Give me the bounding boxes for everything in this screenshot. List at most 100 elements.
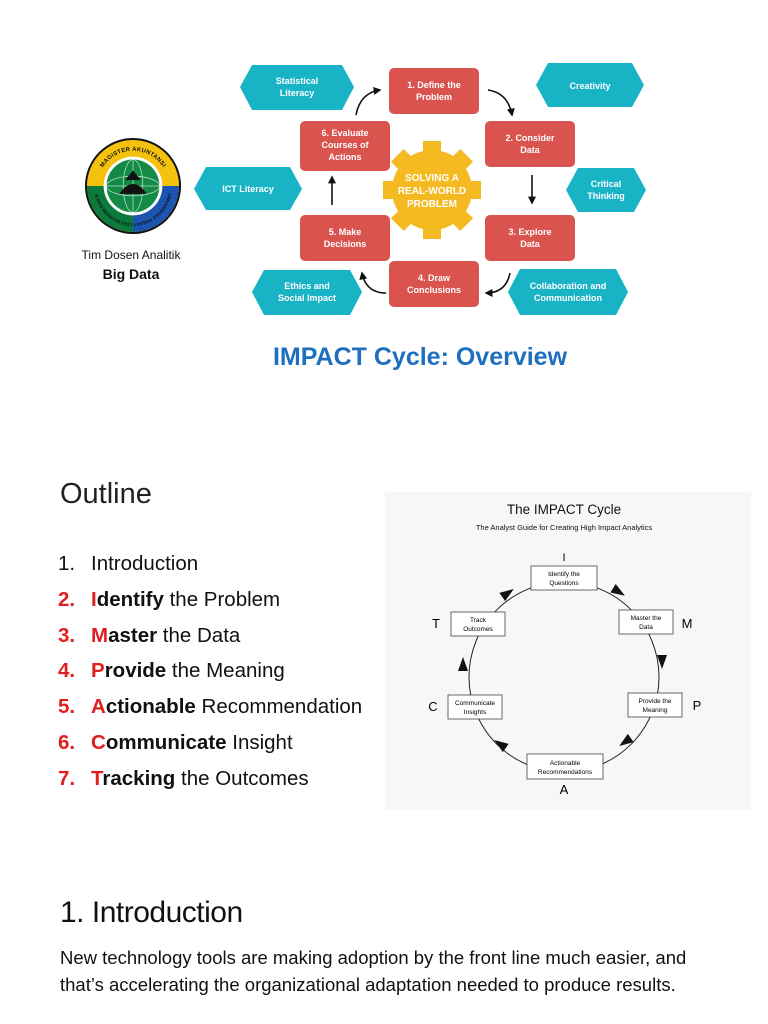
outline-item-5: 5. Actionable Recommendation: [58, 693, 362, 729]
outline-bold-5: ctionable: [105, 695, 196, 719]
university-logo: MAGISTER AKUNTANSI FAKULTAS EKONOMI DAN …: [84, 137, 182, 235]
outline-text-7: the Outcomes: [175, 766, 309, 790]
node-c-line-1: Communicate: [455, 700, 495, 707]
step-1-line-1: 1. Define the: [407, 80, 461, 90]
step-6-line-3: Actions: [328, 152, 361, 162]
center-line-2: REAL-WORLD: [398, 186, 466, 197]
skill-ict-literacy: ICT Literacy: [194, 167, 302, 210]
skill-critical-thinking: Critical Thinking: [566, 168, 646, 212]
node-c-line-2: Insights: [464, 709, 487, 716]
outline-initial-7: T: [91, 766, 103, 790]
skill-2-line-1: Creativity: [569, 81, 610, 91]
outline-bold-2: dentify: [96, 587, 164, 611]
outline-bold-3: aster: [108, 623, 158, 647]
outline-text-3: the Data: [157, 623, 241, 647]
node-m-letter: M: [682, 616, 693, 631]
outline-item-6: 6. Communicate Insight: [58, 729, 362, 765]
step-6-line-1: 6. Evaluate: [321, 128, 368, 138]
impact-node-master: Master the Data M: [618, 609, 693, 635]
outline-item-1: 1. Introduction: [58, 550, 362, 586]
outline-heading: Outline: [60, 478, 152, 510]
skill-5-line-1: Ethics and: [284, 281, 330, 291]
step-2: 2. Consider Data: [485, 121, 575, 167]
impact-node-actionable: Actionable Recommendations A: [526, 753, 604, 797]
step-2-line-2: Data: [520, 145, 541, 155]
outline-text-1: Introduction: [91, 552, 199, 575]
skill-6-line-1: Collaboration and: [530, 281, 607, 291]
impact-node-identify: Identify the Questions I: [530, 552, 598, 591]
outline-list: 1.Introduction 2.Identify the Problem 3.…: [58, 550, 362, 801]
skill-6-line-2: Communication: [534, 293, 602, 303]
introduction-paragraph: New technology tools are making adoption…: [60, 947, 687, 995]
outline-num-1: 1.: [58, 552, 76, 575]
impact-cycle-figure: The IMPACT Cycle The Analyst Guide for C…: [385, 492, 751, 810]
cycle-arrows: [328, 86, 536, 297]
node-i-line-1: Identify the: [548, 571, 580, 578]
skill-statistical-literacy: Statistical Literacy: [240, 65, 354, 110]
outline-num-7: 7.: [58, 766, 76, 790]
node-m-line-1: Master the: [631, 615, 662, 622]
skill-5-line-2: Social Impact: [278, 293, 336, 303]
node-m-line-2: Data: [639, 624, 653, 631]
team-name: Tim Dosen Analitik: [81, 248, 181, 262]
outline-initial-3: M: [91, 623, 109, 647]
node-a-line-1: Actionable: [550, 760, 581, 767]
node-t-line-2: Outcomes: [463, 626, 493, 633]
step-5-line-2: Decisions: [324, 239, 367, 249]
figure-subtitle: The Analyst Guide for Creating High Impa…: [476, 523, 653, 532]
outline-num-6: 6.: [58, 730, 76, 754]
outline-text-2: the Problem: [163, 587, 281, 611]
slide-title: IMPACT Cycle: Overview: [272, 343, 568, 371]
step-6-line-2: Courses of: [321, 140, 369, 150]
step-4-line-1: 4. Draw: [418, 273, 451, 283]
skill-4-line-2: Thinking: [587, 191, 625, 201]
skill-1-line-2: Literacy: [280, 88, 315, 98]
node-t-letter: T: [432, 616, 440, 631]
impact-cycle-overview-diagram: SOLVING A REAL-WORLD PROBLEM 1. Define t…: [194, 63, 646, 315]
skill-1-line-1: Statistical: [276, 76, 319, 86]
node-p-letter: P: [693, 698, 702, 713]
figure-title: The IMPACT Cycle: [507, 502, 621, 517]
step-3: 3. Explore Data: [485, 215, 575, 261]
step-5: 5. Make Decisions: [300, 215, 390, 261]
node-i-letter: I: [562, 552, 565, 564]
outline-text-4: the Meaning: [166, 659, 285, 683]
node-p-line-2: Meaning: [643, 707, 668, 714]
node-i-line-2: Questions: [549, 580, 579, 587]
step-1-line-2: Problem: [416, 92, 452, 102]
center-line-1: SOLVING A: [405, 173, 459, 184]
step-4: 4. Draw Conclusions: [389, 261, 479, 307]
node-a-letter: A: [560, 782, 569, 797]
outline-bold-6: ommunicate: [105, 730, 227, 754]
node-c-letter: C: [428, 699, 437, 714]
outline-bold-7: racking: [102, 766, 176, 790]
outline-initial-6: C: [91, 730, 106, 754]
outline-initial-4: P: [91, 659, 105, 683]
skill-creativity: Creativity: [536, 63, 644, 107]
outline-item-4: 4.Provide the Meaning: [58, 657, 362, 693]
impact-node-communicate: Communicate Insights C: [428, 694, 503, 720]
outline-num-4: 4.: [58, 659, 76, 683]
outline-num-5: 5.: [58, 695, 76, 719]
course-name: Big Data: [102, 266, 160, 282]
introduction-heading: 1. Introduction: [60, 896, 243, 929]
step-2-line-1: 2. Consider: [505, 133, 555, 143]
node-a-line-2: Recommendations: [538, 769, 593, 776]
skill-3-line-1: ICT Literacy: [222, 184, 274, 194]
step-1: 1. Define the Problem: [389, 68, 479, 114]
skill-collaboration-communication: Collaboration and Communication: [508, 269, 628, 315]
impact-node-track: Track Outcomes T: [432, 611, 506, 637]
step-3-line-2: Data: [520, 239, 541, 249]
step-6: 6. Evaluate Courses of Actions: [300, 121, 390, 171]
outline-initial-2: I: [91, 587, 97, 611]
outline-text-5: Recommendation: [195, 695, 363, 719]
node-p-line-1: Provide the: [639, 698, 672, 705]
outline-text-6: Insight: [226, 730, 293, 754]
outline-initial-5: A: [91, 695, 106, 719]
cycle-direction-arrows: [458, 584, 667, 753]
step-4-line-2: Conclusions: [407, 285, 461, 295]
center-line-3: PROBLEM: [407, 199, 457, 210]
outline-item-7: 7. Tracking the Outcomes: [58, 765, 362, 801]
step-5-line-1: 5. Make: [329, 227, 362, 237]
skill-4-line-1: Critical: [591, 179, 622, 189]
